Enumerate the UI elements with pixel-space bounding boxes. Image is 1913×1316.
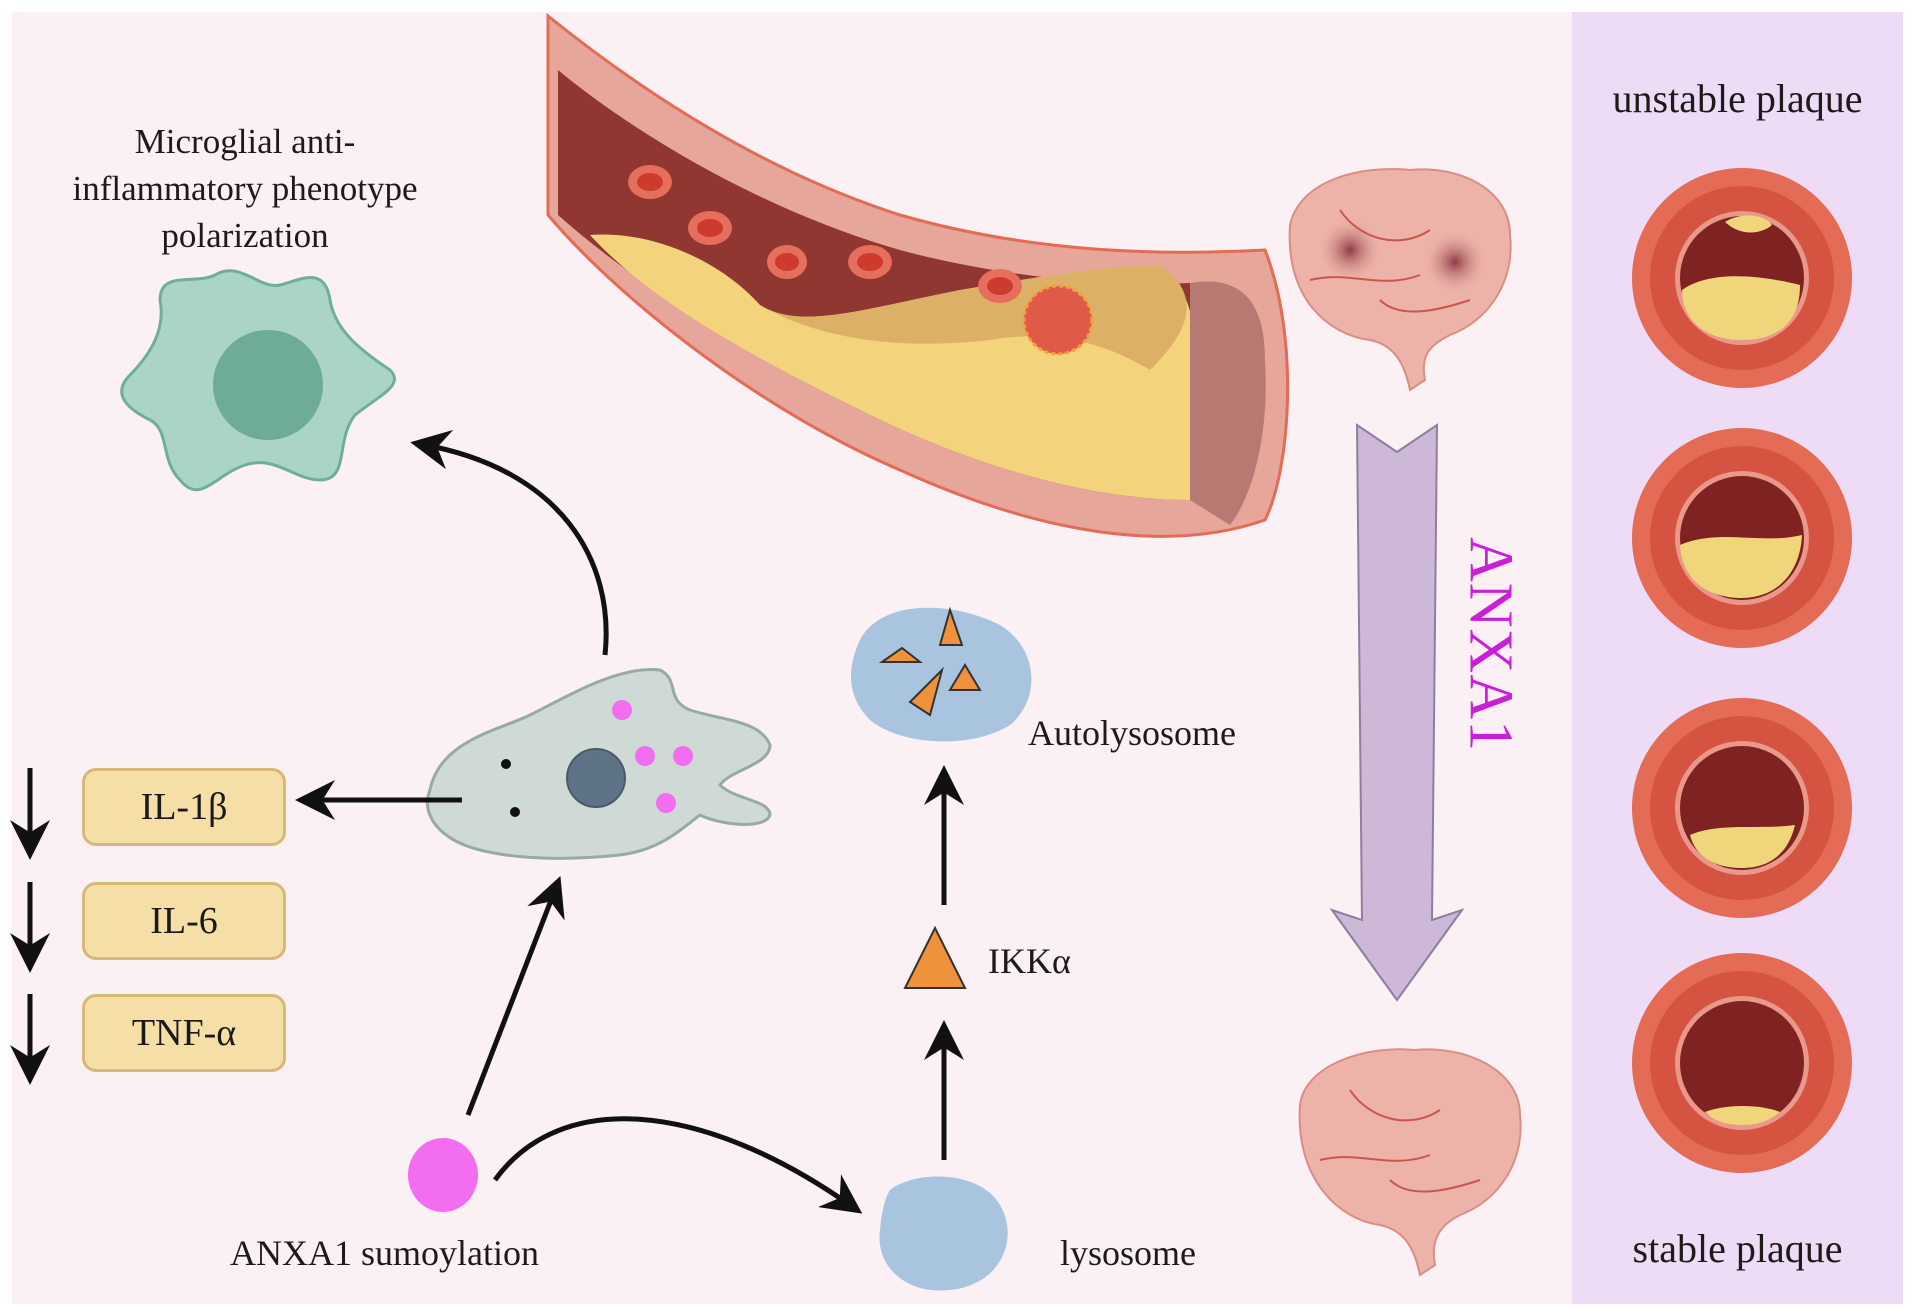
- cytokine-label: IL-1β: [140, 786, 228, 828]
- anxa1-sumoylation-label: ANXA1 sumoylation: [230, 1233, 539, 1273]
- brain-healthy: [1298, 1048, 1522, 1277]
- anxa1-vertical-label: ANXA1: [1456, 537, 1525, 753]
- arrow-anxa1-to-lysosome: [492, 1116, 863, 1214]
- cytokine-il1b: IL-1β: [82, 768, 286, 846]
- plaque-cross-section-4: [1632, 953, 1852, 1173]
- brain-with-lesions: [1288, 168, 1512, 392]
- cytokine-label: IL-6: [150, 900, 218, 942]
- microglia-phenotype-title: Microglial anti- inflammatory phenotype …: [30, 118, 460, 259]
- plaque-cross-section-1: [1632, 168, 1852, 388]
- title-line-1: Microglial anti-: [134, 122, 356, 161]
- lysosome: [879, 1176, 1008, 1291]
- title-line-3: polarization: [161, 216, 329, 255]
- autolysosome-label: Autolysosome: [1028, 713, 1237, 753]
- anti-inflammatory-microglia: [120, 269, 396, 492]
- anxa1-down-arrow: [1329, 423, 1465, 1002]
- thrombus: [1022, 284, 1094, 356]
- lysosome-label: lysosome: [1060, 1233, 1197, 1273]
- unstable-plaque-label: unstable plaque: [1612, 76, 1863, 121]
- anxa1-dot: [408, 1138, 478, 1212]
- ikk-alpha-label: IKKα: [988, 941, 1071, 981]
- plaque-cross-section-3: [1632, 698, 1852, 918]
- cytokine-label: TNF-α: [131, 1012, 237, 1054]
- artery-illustration: [546, 12, 1290, 538]
- microglia-cell: [425, 667, 772, 860]
- arrow-anxa1-to-microglia: [465, 876, 565, 1116]
- cytokine-tnfa: TNF-α: [82, 994, 286, 1072]
- red-blood-cells: [628, 165, 1022, 303]
- plaque-cross-section-2: [1632, 428, 1852, 648]
- arrow-to-m2: [410, 429, 609, 656]
- cytokine-il6: IL-6: [82, 882, 286, 960]
- autolysosome: [850, 606, 1032, 742]
- stable-plaque-label: stable plaque: [1632, 1226, 1843, 1271]
- title-line-2: inflammatory phenotype: [72, 169, 418, 208]
- ikk-alpha-triangle: [903, 925, 967, 989]
